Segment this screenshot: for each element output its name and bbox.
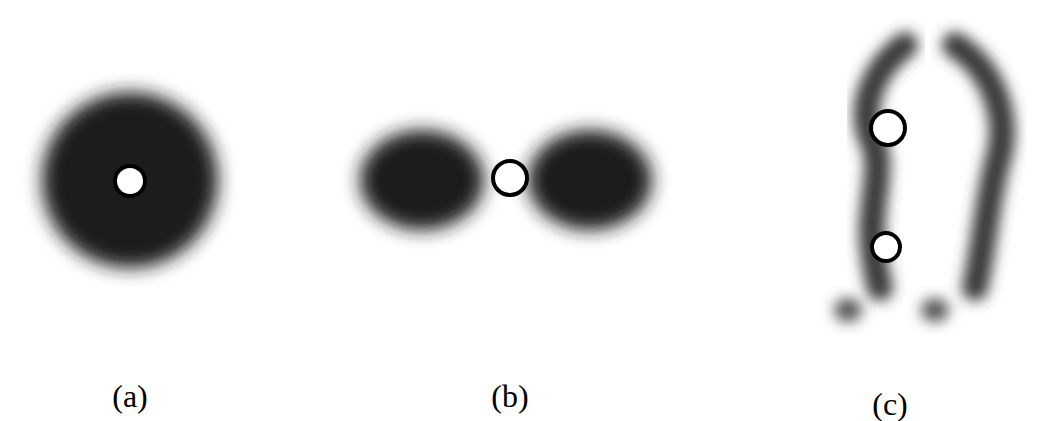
orbital-b — [360, 130, 652, 230]
orbital-a — [42, 92, 218, 268]
nucleus-marker — [872, 233, 900, 261]
nucleus-marker — [493, 161, 527, 195]
nucleus-marker — [871, 111, 905, 145]
nucleus-markers — [115, 111, 905, 261]
panel-label: (b) — [491, 378, 528, 415]
panel-label: (a) — [112, 378, 148, 415]
panel-label: (c) — [872, 386, 908, 421]
nucleus-marker — [115, 166, 145, 196]
orbital-c — [834, 45, 1002, 322]
